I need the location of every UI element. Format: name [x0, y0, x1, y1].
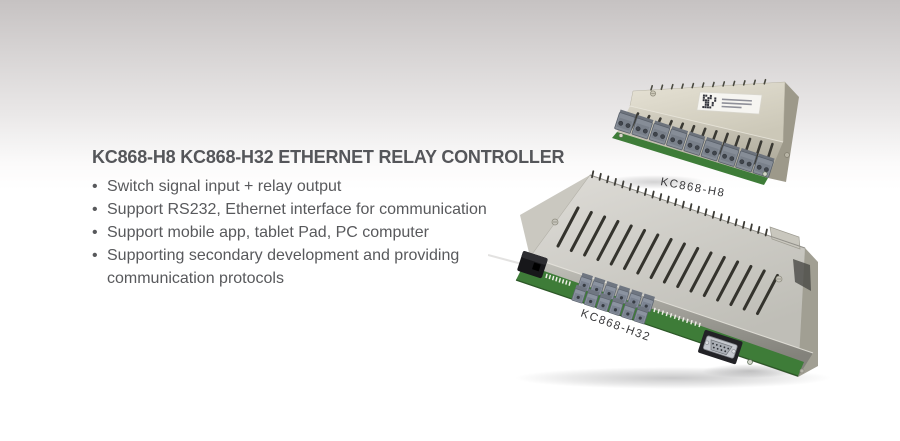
h8-pcb-screws: [618, 133, 768, 177]
feature-list: Switch signal input + relay output Suppo…: [92, 175, 516, 290]
feature-text-3: Support mobile app, tablet Pad, PC compu…: [107, 224, 429, 241]
feature-text-4: Supporting secondary development and pro…: [107, 247, 460, 287]
h8-qr-code: [702, 94, 717, 109]
h8-terminal-blocks: [614, 109, 775, 178]
h32-front-edge-highlight: [529, 256, 814, 354]
h32-side-recess: [793, 259, 811, 291]
feature-item-1: Switch signal input + relay output: [92, 175, 516, 198]
device-illustration-kc868-h32: KC868-H32: [488, 170, 831, 389]
h32-terminal-blocks: [571, 272, 656, 325]
h32-pin-headers: [545, 273, 701, 328]
h32-right-side: [798, 248, 818, 377]
h8-pcb-strip: [612, 132, 768, 185]
feature-text-2: Support RS232, Ethernet interface for co…: [107, 201, 487, 218]
feature-item-4: Supporting secondary development and pro…: [92, 244, 516, 290]
h8-back-vents: [650, 78, 767, 91]
h8-label-text-lines: [721, 98, 752, 109]
h8-shadow: [602, 175, 706, 189]
h32-left-side: [520, 175, 590, 257]
h32-pcb-screws: [747, 359, 805, 374]
page-title: KC868-H8 KC868-H32 ETHERNET RELAY CONTRO…: [92, 147, 565, 167]
h32-vent-slots: [556, 206, 779, 315]
feature-item-3: Support mobile app, tablet Pad, PC compu…: [92, 221, 516, 244]
h8-qr-label: [696, 91, 763, 115]
h32-rs232-db9-port: [698, 329, 743, 365]
marketing-copy: KC868-H8 KC868-H32 ETHERNET RELAY CONTRO…: [92, 146, 565, 290]
feature-item-2: Support RS232, Ethernet interface for co…: [92, 198, 516, 221]
h8-front-edge-highlight: [629, 105, 784, 143]
h32-top-screws: [551, 218, 783, 283]
h32-power-jack: [517, 251, 548, 279]
feature-text-1: Switch signal input + relay output: [107, 178, 342, 195]
h8-top-screws: [650, 90, 790, 158]
device-illustration-kc868-h8: KC868-H8: [602, 78, 799, 200]
h32-db9-pins: [712, 342, 730, 353]
